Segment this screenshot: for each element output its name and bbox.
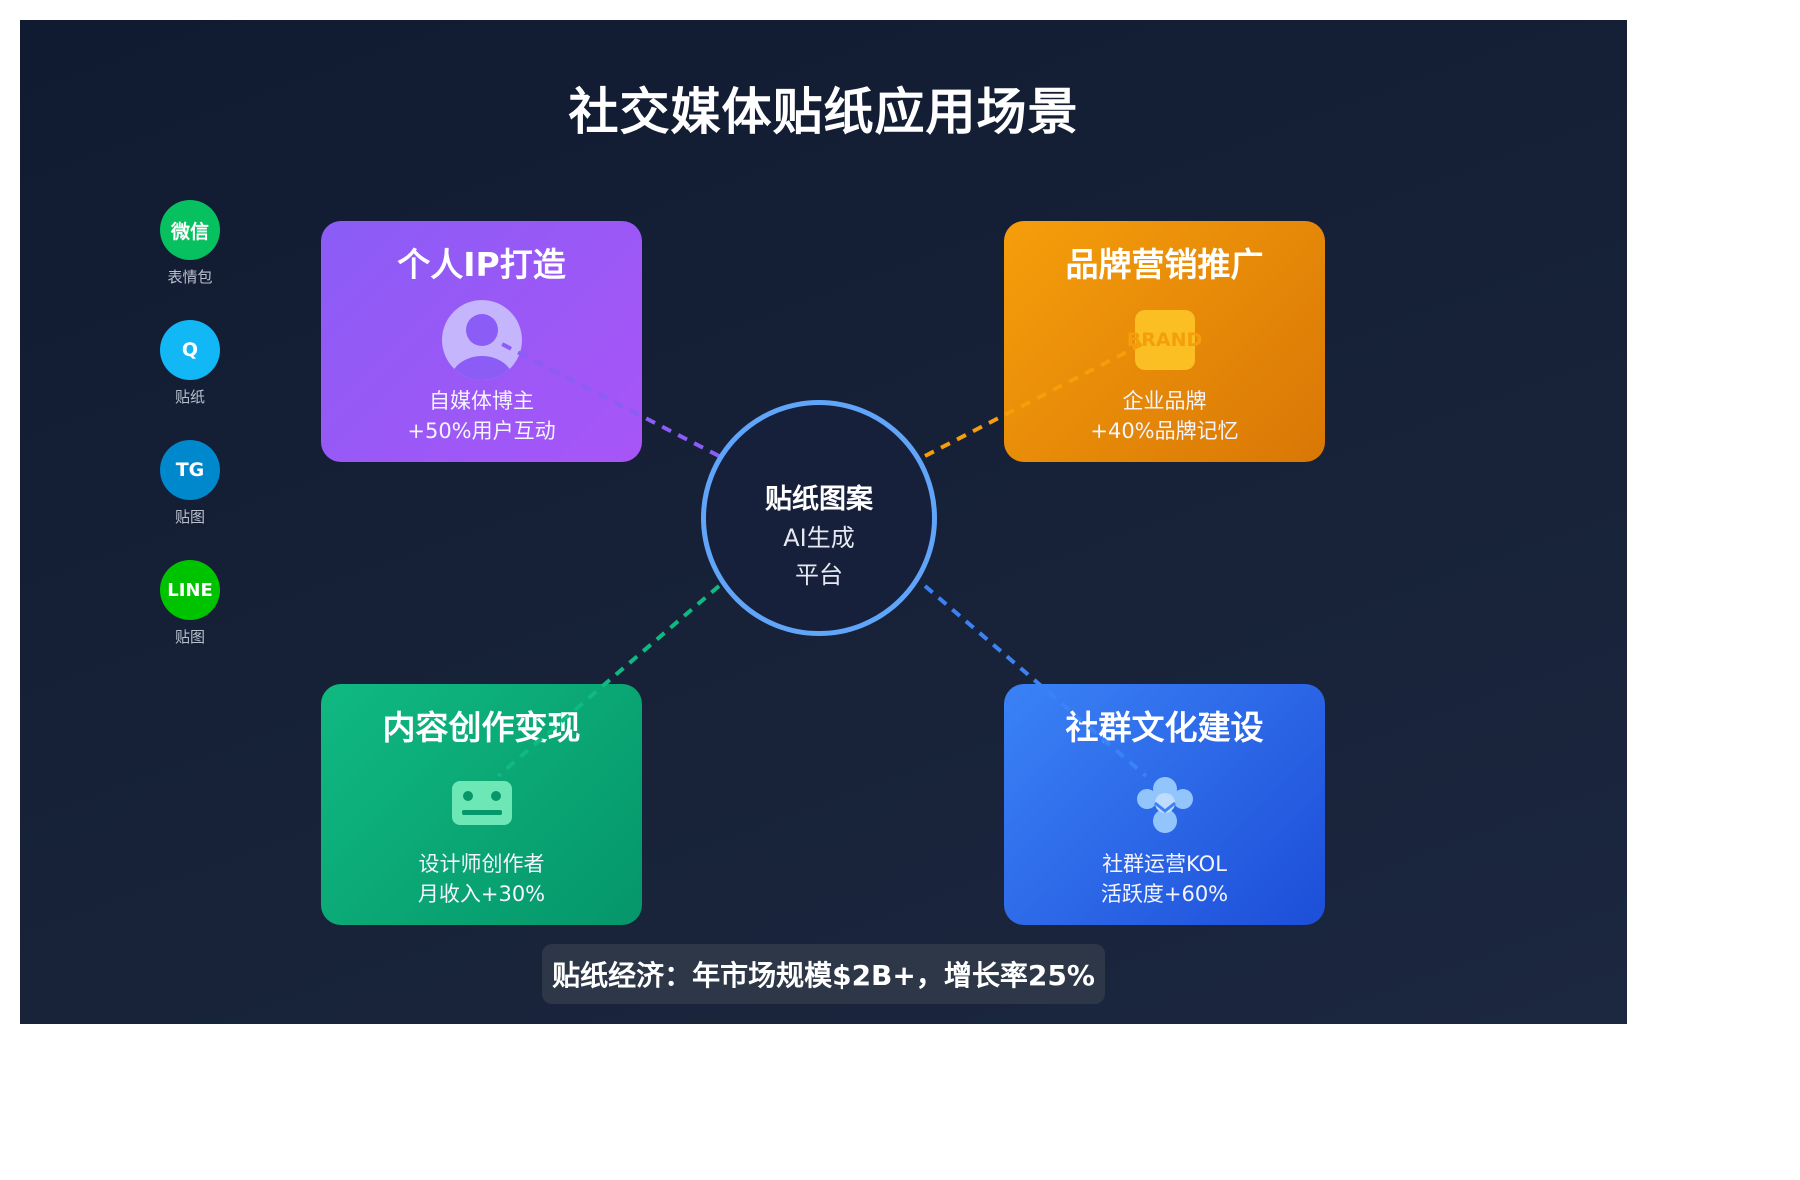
brand-logo-text: BRAND bbox=[1127, 310, 1202, 370]
card-subtitle: 自媒体博主 bbox=[429, 389, 534, 413]
platform-label: 表情包 bbox=[167, 268, 213, 286]
diagram-panel: 社交媒体贴纸应用场景 微信 表情包 Q 贴纸 TG 贴图 LINE 贴图 个人I… bbox=[20, 20, 1627, 1024]
brand-logo-icon: BRAND bbox=[1125, 300, 1205, 380]
connector-personal-ip bbox=[497, 340, 720, 458]
platform-line: LINE 贴图 bbox=[140, 560, 240, 647]
platform-wechat: 微信 表情包 bbox=[140, 200, 240, 287]
card-brand: 品牌营销推广 BRAND 企业品牌 +40%品牌记忆 bbox=[1004, 221, 1325, 462]
qq-badge: Q bbox=[160, 320, 220, 380]
card-stat: +50%用户互动 bbox=[407, 419, 556, 443]
card-stat: +40%品牌记忆 bbox=[1090, 419, 1239, 443]
platform-label: 贴图 bbox=[174, 508, 205, 526]
card-community: 社群文化建设 社群运营KOL 活跃度+60% bbox=[1004, 684, 1325, 925]
line-badge: LINE bbox=[160, 560, 220, 620]
connector-brand bbox=[924, 340, 1147, 458]
card-title: 社群文化建设 bbox=[1065, 708, 1264, 747]
center-hub: 贴纸图案 AI生成 平台 bbox=[701, 400, 937, 636]
user-avatar-icon bbox=[441, 300, 522, 380]
card-title: 个人IP打造 bbox=[397, 245, 566, 284]
robot-face-icon bbox=[442, 763, 522, 843]
card-content-creation: 内容创作变现 设计师创作者 月收入+30% bbox=[321, 684, 642, 925]
connector-community bbox=[923, 584, 1148, 778]
card-subtitle: 企业品牌 bbox=[1122, 389, 1207, 413]
connector-content bbox=[496, 584, 721, 778]
platform-label: 贴图 bbox=[174, 628, 205, 646]
connector-lines bbox=[496, 340, 1148, 778]
community-people-icon bbox=[1125, 763, 1205, 843]
telegram-badge: TG bbox=[160, 440, 220, 500]
hub-line-2: 平台 bbox=[795, 561, 843, 589]
platform-qq: Q 贴纸 bbox=[140, 320, 240, 407]
platform-label: 贴纸 bbox=[174, 388, 205, 406]
card-subtitle: 设计师创作者 bbox=[418, 852, 545, 876]
page-title: 社交媒体贴纸应用场景 bbox=[568, 83, 1079, 141]
platform-telegram: TG 贴图 bbox=[140, 440, 240, 527]
card-title: 品牌营销推广 bbox=[1065, 245, 1264, 284]
wechat-badge: 微信 bbox=[160, 200, 220, 260]
hub-line-1: AI生成 bbox=[783, 524, 855, 552]
card-stat: 活跃度+60% bbox=[1100, 882, 1229, 906]
card-personal-ip: 个人IP打造 自媒体博主 +50%用户互动 bbox=[321, 221, 642, 462]
card-subtitle: 社群运营KOL bbox=[1102, 852, 1227, 876]
hub-title: 贴纸图案 bbox=[765, 484, 873, 515]
card-stat: 月收入+30% bbox=[417, 882, 546, 906]
card-title: 内容创作变现 bbox=[382, 708, 581, 747]
market-summary-banner: 贴纸经济：年市场规模$2B+，增长率25% bbox=[542, 944, 1105, 1004]
